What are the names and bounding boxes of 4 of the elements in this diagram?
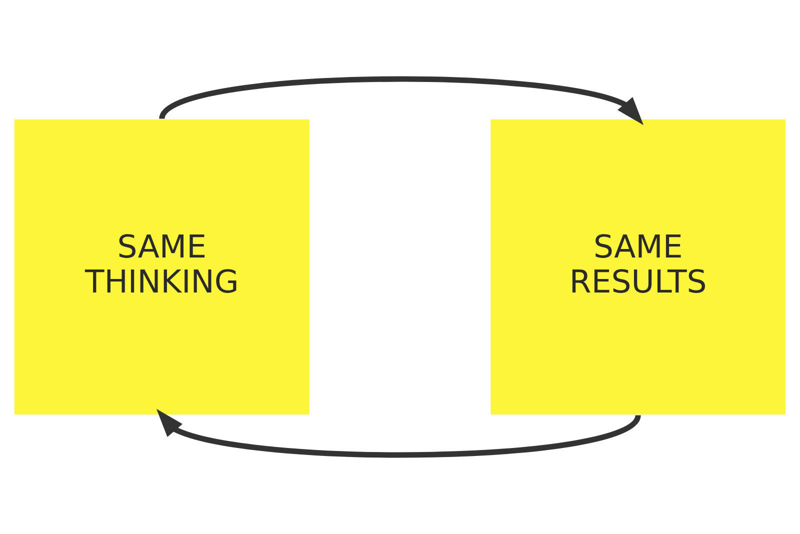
node-box: SAME THINKING bbox=[14, 120, 310, 414]
arrow bbox=[156, 408, 640, 458]
node-box: SAME RESULTS bbox=[490, 120, 786, 414]
arrow bbox=[160, 76, 644, 126]
